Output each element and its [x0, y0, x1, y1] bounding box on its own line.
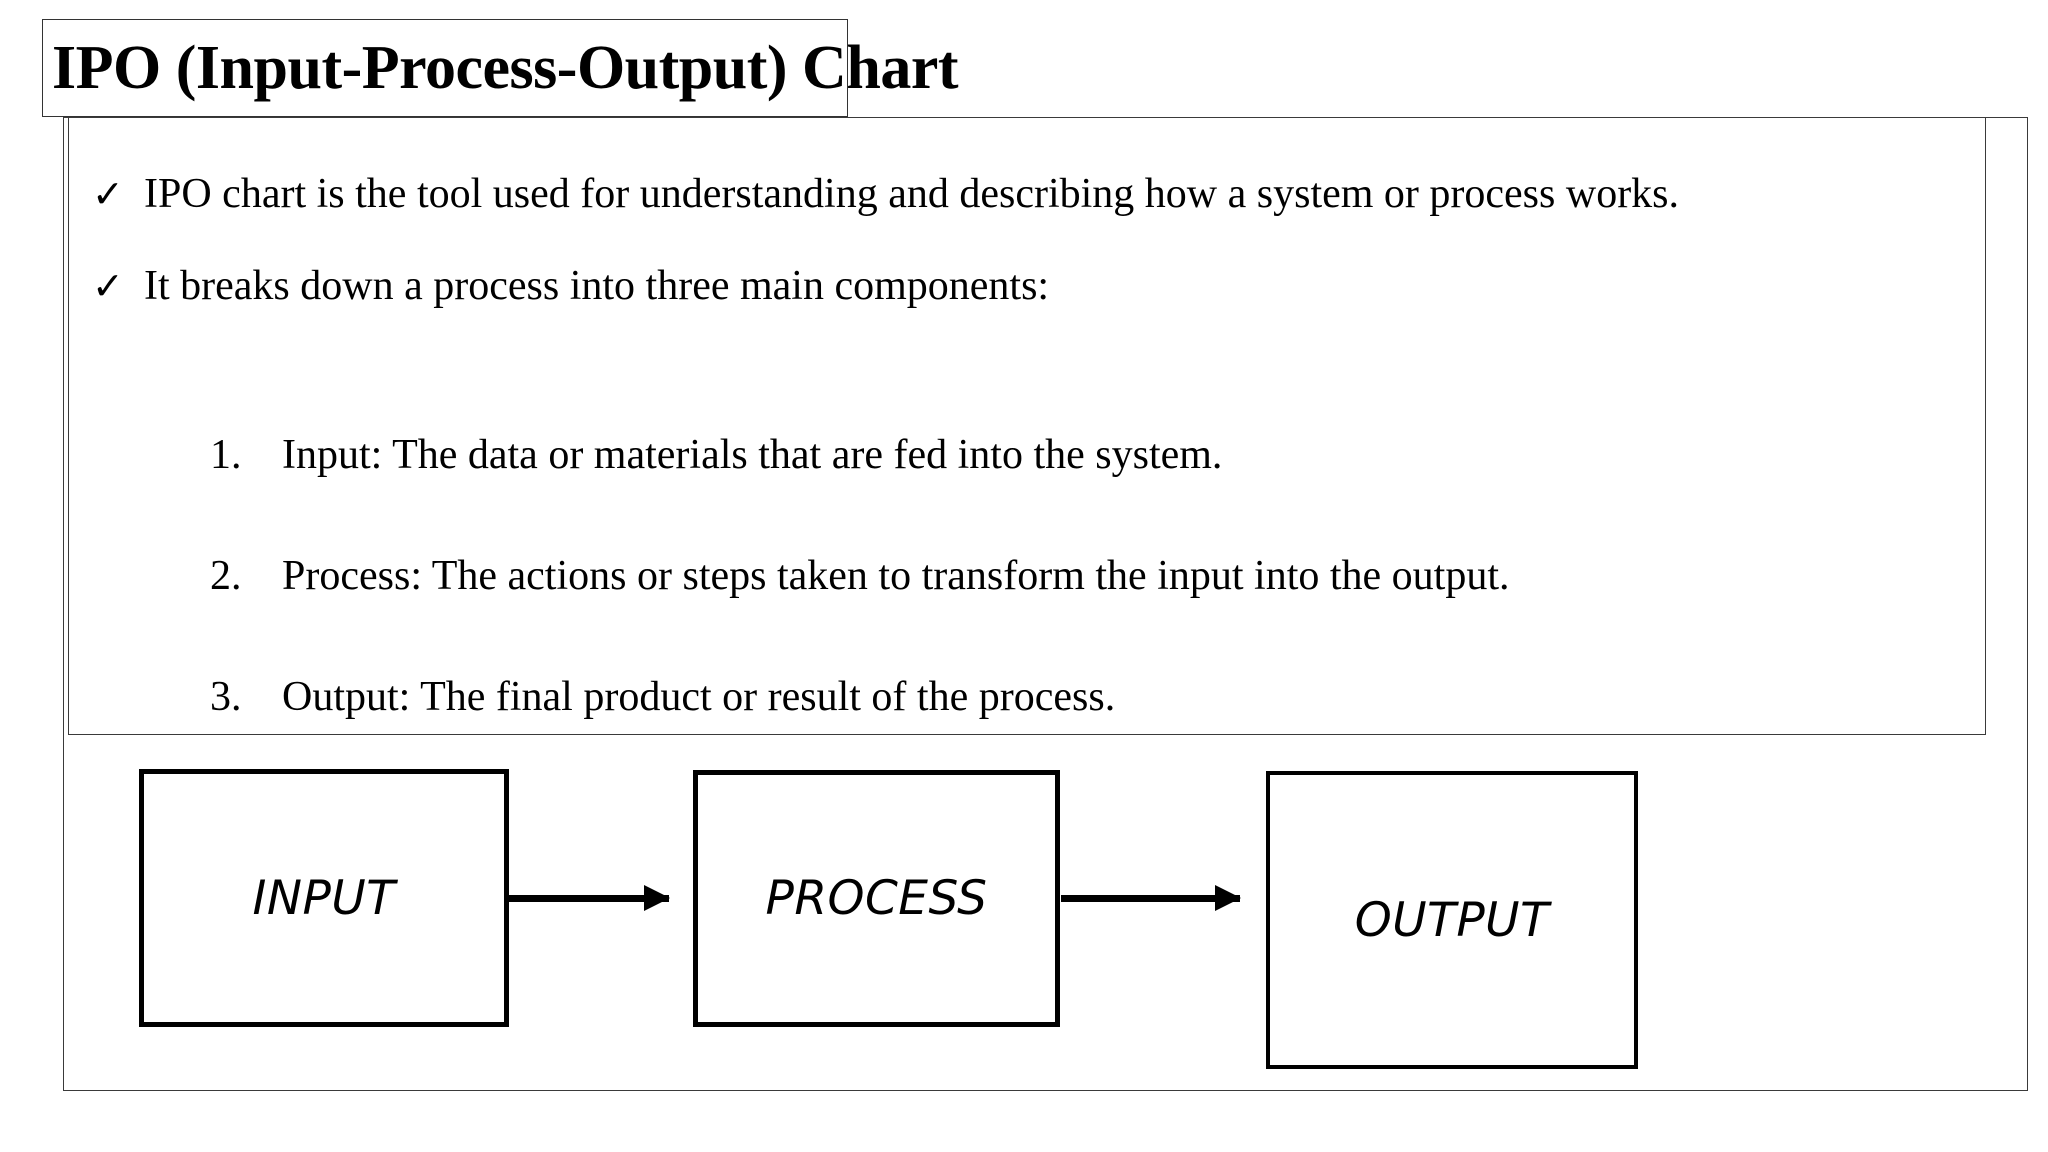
title-placeholder-frame[interactable]: [42, 19, 848, 117]
check-mark-icon: ✓: [92, 264, 124, 308]
flow-node-process-label: PROCESS: [765, 871, 988, 926]
flow-node-output[interactable]: OUTPUT: [1266, 771, 1638, 1069]
flow-node-input-label: INPUT: [252, 870, 396, 926]
check-mark-icon: ✓: [92, 172, 124, 216]
arrow-process-to-output-icon: [1061, 885, 1241, 911]
numbered-list-item: 2. Process: The actions or steps taken t…: [210, 555, 1510, 597]
numbered-list-item: 3. Output: The final product or result o…: [210, 676, 1115, 718]
numbered-item-label: Process: The actions or steps taken to t…: [282, 553, 1510, 599]
list-number: 3.: [210, 674, 242, 720]
bullet-list-item: ✓ It breaks down a process into three ma…: [92, 265, 1049, 307]
flow-node-output-label: OUTPUT: [1354, 892, 1550, 948]
flow-node-process[interactable]: PROCESS: [693, 770, 1060, 1027]
numbered-item-label: Output: The final product or result of t…: [282, 674, 1116, 720]
bullet-item-label: It breaks down a process into three main…: [144, 263, 1050, 309]
arrow-input-to-process-icon: [509, 885, 670, 911]
body-text-box[interactable]: [68, 117, 1986, 735]
bullet-item-label: IPO chart is the tool used for understan…: [144, 171, 1680, 217]
list-number: 2.: [210, 553, 242, 599]
numbered-list-item: 1. Input: The data or materials that are…: [210, 434, 1222, 476]
list-number: 1.: [210, 432, 242, 478]
numbered-item-label: Input: The data or materials that are fe…: [282, 432, 1223, 478]
flow-node-input[interactable]: INPUT: [139, 769, 509, 1027]
page-title: IPO (Input-Process-Output) Chart: [52, 34, 958, 102]
bullet-list-item: ✓ IPO chart is the tool used for underst…: [92, 173, 1679, 215]
